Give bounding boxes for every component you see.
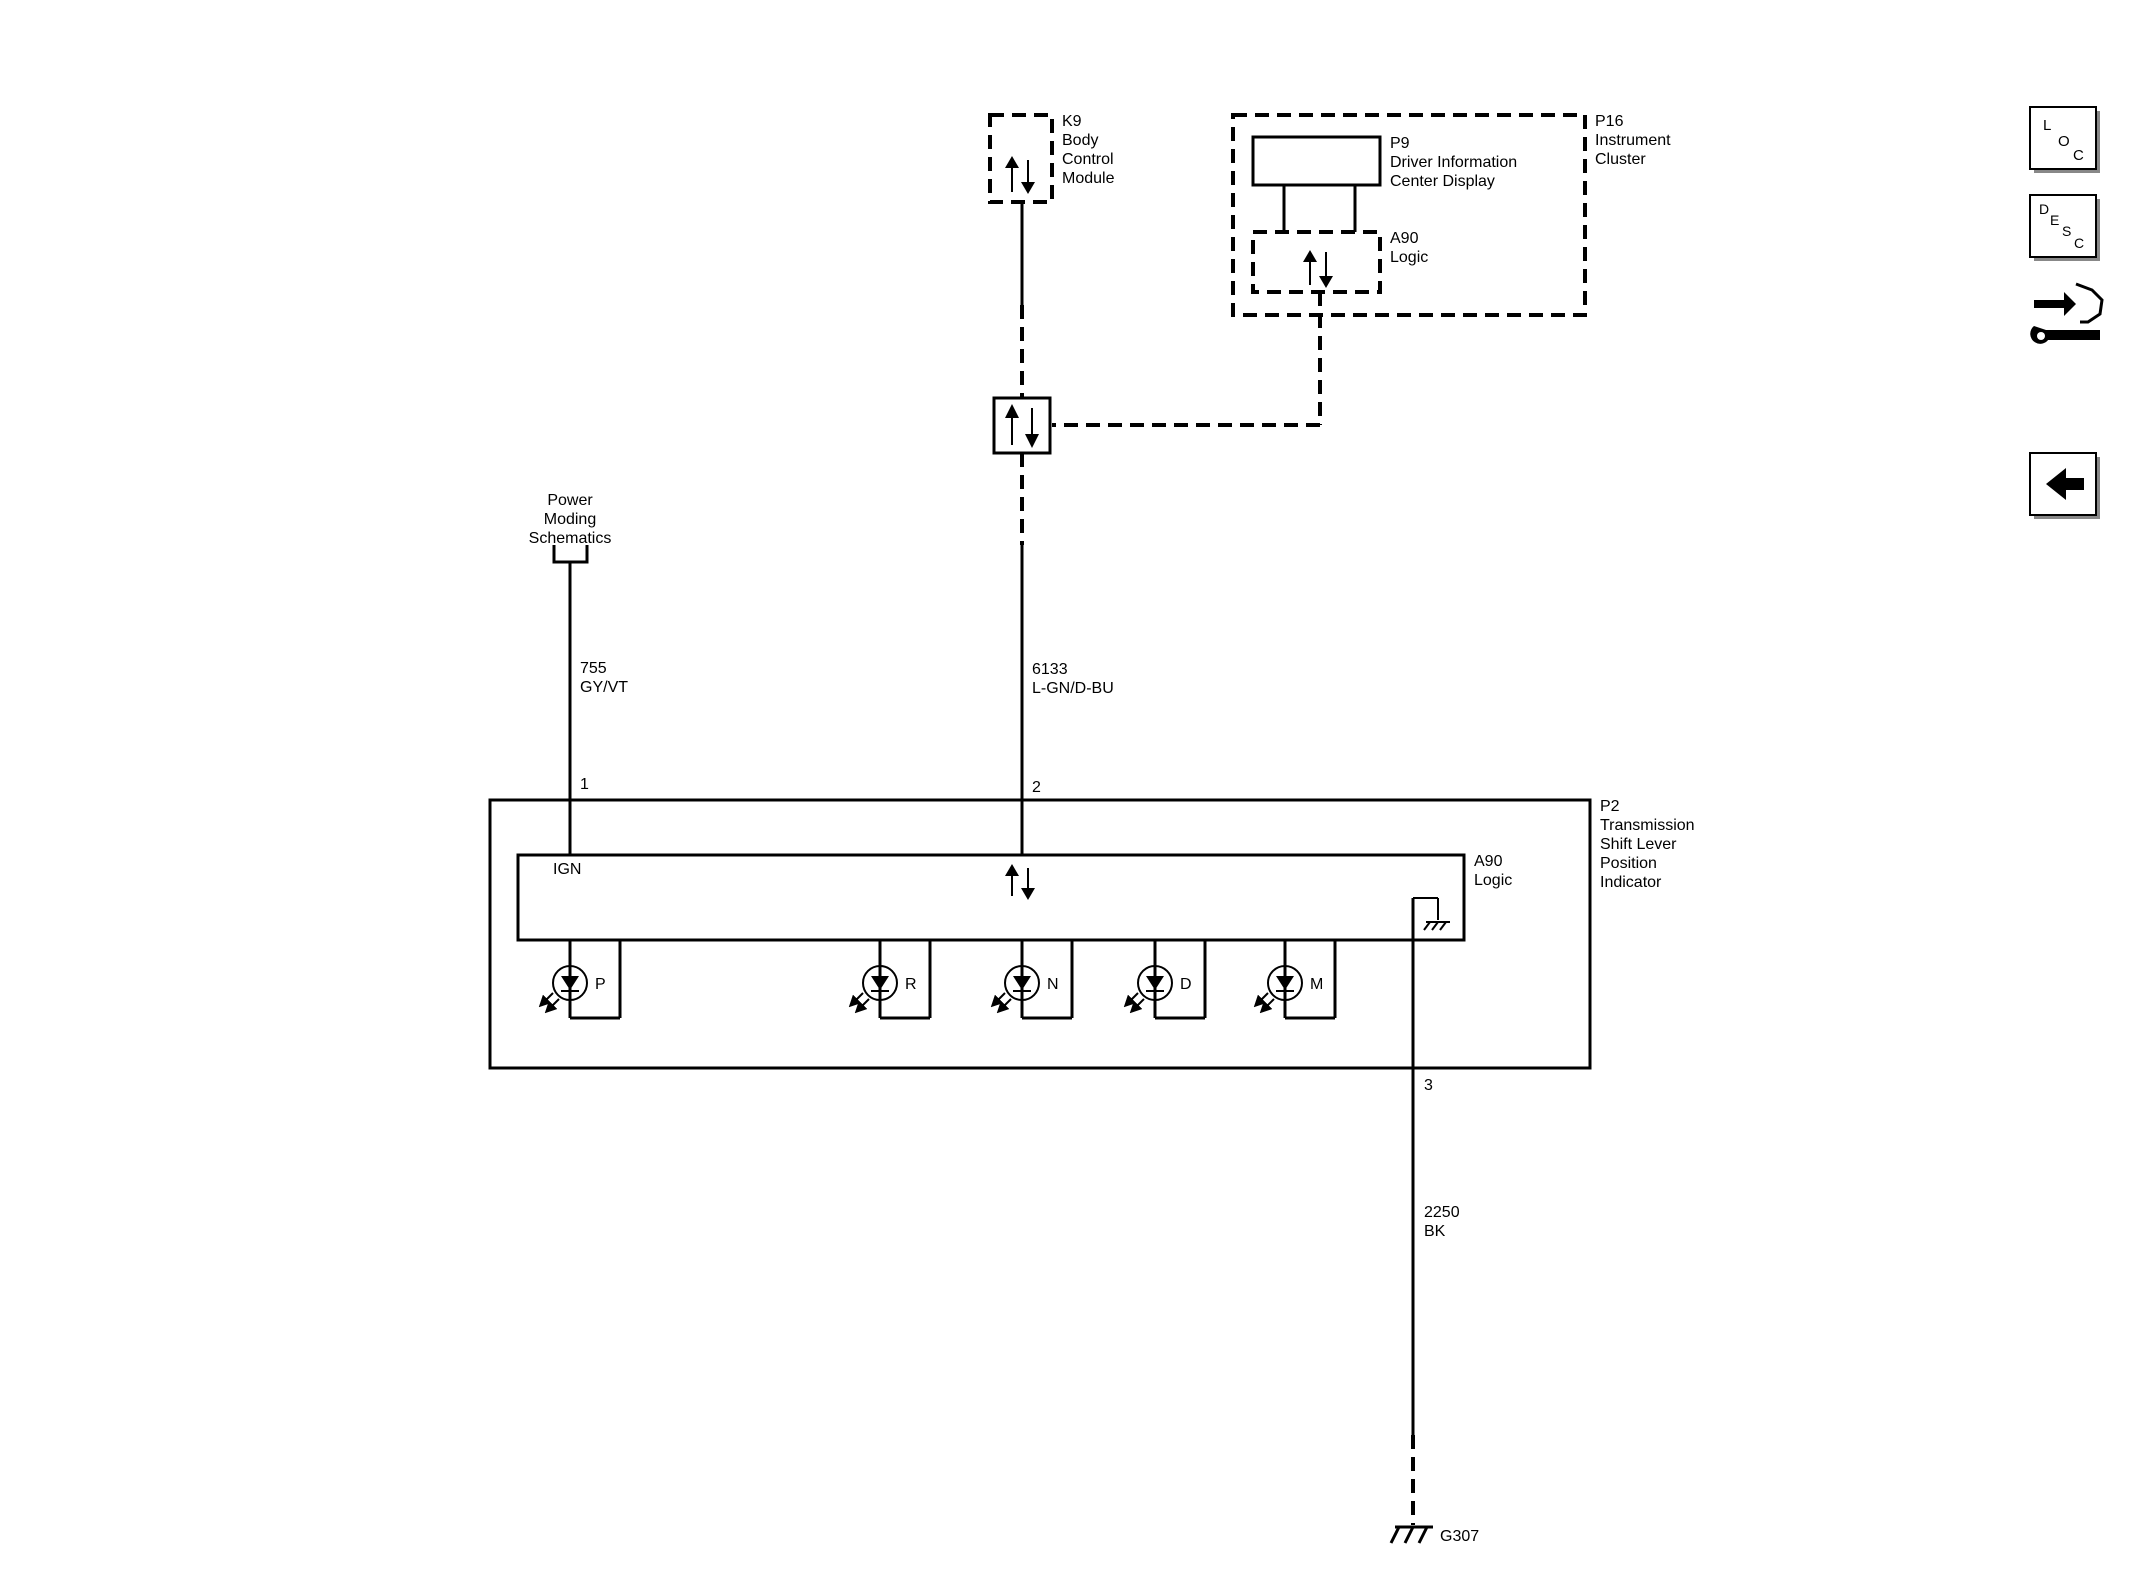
loc-letter-2: O [2058, 133, 2070, 150]
wire-2250-color: BK [1424, 1223, 1446, 1240]
power-moding-line-1: Power [547, 492, 593, 509]
p2-a90-logic: A90 Logic IGN [516, 853, 1512, 942]
lamp-d-label: D [1180, 976, 1192, 993]
wire-6133: 6133 L-GN/D-BU 2 [1020, 453, 1114, 855]
cluster-a90-logic: A90 Logic [1251, 230, 1428, 294]
p9-name-line-2: Center Display [1390, 173, 1495, 190]
lamp-n: N [990, 940, 1074, 1020]
wrench-connector-icon [2030, 282, 2104, 344]
desc-button[interactable]: D E S C [2029, 194, 2100, 261]
cluster-a90-name: Logic [1390, 249, 1428, 266]
desc-letter-2: E [2050, 212, 2059, 228]
wire-755-pin: 1 [580, 776, 589, 793]
wire-2250-pin: 3 [1424, 1077, 1433, 1094]
p2-a90-name: Logic [1474, 872, 1512, 889]
wire-755: 755 GY/VT 1 [568, 562, 628, 855]
serial-data-splice [992, 396, 1052, 455]
lamp-m-label: M [1310, 976, 1323, 993]
lamp-r: R [848, 940, 932, 1020]
desc-letter-4: C [2074, 235, 2084, 251]
p2-id: P2 [1600, 798, 1620, 815]
lamp-d: D [1123, 940, 1207, 1020]
power-moding-reference: Power Moding Schematics [529, 492, 612, 564]
p9-driver-information-center-display: P9 Driver Information Center Display [1251, 135, 1517, 232]
k9-name-line-2: Control [1062, 151, 1114, 168]
cluster-a90-id: A90 [1390, 230, 1419, 247]
lamp-m: M [1253, 940, 1337, 1020]
p2-transmission-shift-lever-position-indicator: P2 Transmission Shift Lever Position Ind… [488, 798, 1695, 1070]
p9-name-line-1: Driver Information [1390, 154, 1517, 171]
k9-name-line-3: Module [1062, 170, 1115, 187]
desc-letter-3: S [2062, 223, 2071, 239]
desc-letter-1: D [2039, 201, 2049, 217]
lamp-r-label: R [905, 976, 917, 993]
p2-serial-data-arrows-icon [1005, 864, 1035, 900]
loc-letter-3: C [2073, 147, 2084, 164]
back-button[interactable] [2029, 452, 2100, 519]
k9-name-line-1: Body [1062, 132, 1098, 149]
power-moding-line-3: Schematics [529, 530, 612, 547]
ground-id: G307 [1440, 1528, 1479, 1545]
p16-instrument-cluster: P16 Instrument Cluster P9 Driver Informa… [1231, 113, 1671, 317]
desc-icon: D E S C [2039, 201, 2084, 251]
p2-name-line-1: Transmission [1600, 817, 1695, 834]
lamp-n-label: N [1047, 976, 1059, 993]
wire-755-color: GY/VT [580, 679, 628, 696]
lamp-p-label: P [595, 976, 606, 993]
wire-6133-color: L-GN/D-BU [1032, 680, 1114, 697]
back-arrow-icon [2046, 468, 2084, 500]
loc-letter-1: L [2043, 117, 2051, 134]
p9-id: P9 [1390, 135, 1410, 152]
p16-id: P16 [1595, 113, 1624, 130]
serial-data-link-cluster [1052, 292, 1322, 427]
connector-repair-button[interactable] [2030, 282, 2104, 344]
wire-6133-circuit: 6133 [1032, 661, 1068, 678]
internal-ground-icon [1413, 897, 1450, 931]
wire-2250-circuit: 2250 [1424, 1204, 1460, 1221]
lamp-p: P [538, 940, 622, 1020]
p2-name-line-2: Shift Lever [1600, 836, 1677, 853]
p16-name-line-1: Instrument [1595, 132, 1671, 149]
p2-name-line-4: Indicator [1600, 874, 1662, 891]
power-moding-line-2: Moding [544, 511, 596, 528]
loc-icon: L O C [2043, 117, 2084, 164]
ground-icon [1389, 1525, 1433, 1544]
p2-a90-id: A90 [1474, 853, 1503, 870]
k9-body-control-module: K9 Body Control Module [988, 113, 1115, 204]
wire-755-circuit: 755 [580, 660, 607, 677]
wire-2250: 3 2250 BK [1411, 898, 1460, 1525]
k9-id: K9 [1062, 113, 1082, 130]
loc-button[interactable]: L O C [2029, 106, 2100, 173]
ground-g307: G307 [1389, 1525, 1479, 1545]
wire-6133-pin: 2 [1032, 779, 1041, 796]
p2-name-line-3: Position [1600, 855, 1657, 872]
p16-name-line-2: Cluster [1595, 151, 1646, 168]
k9-serial-data-arrows-icon [1005, 156, 1035, 194]
ign-label: IGN [553, 861, 581, 878]
